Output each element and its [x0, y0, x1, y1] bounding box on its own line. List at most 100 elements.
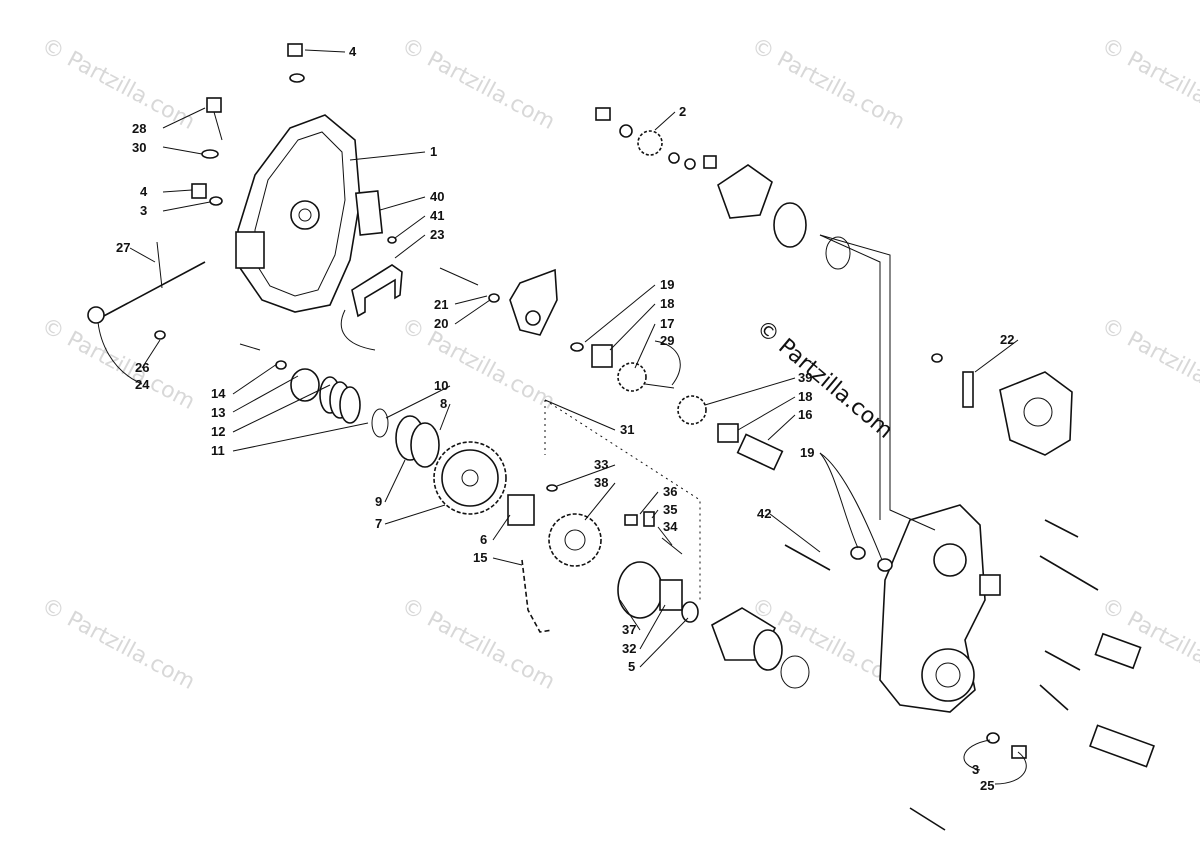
- bearing-pack: [395, 415, 440, 468]
- washer: [668, 152, 680, 164]
- arm-bushing: [525, 310, 541, 326]
- spring-cup: [290, 368, 320, 402]
- callout-label: 32: [622, 641, 636, 656]
- watermark-text: © Partzilla.com: [1097, 313, 1200, 415]
- detent-spring: [643, 511, 655, 527]
- bolt: [1039, 684, 1069, 711]
- callout-label: 7: [375, 516, 382, 531]
- callout-label: 17: [660, 316, 674, 331]
- callout-label: 27: [116, 240, 130, 255]
- bolt: [239, 343, 261, 351]
- reverse-gear-assembly: [548, 513, 683, 619]
- output-shaft: [1089, 724, 1155, 768]
- callout-label: 34: [663, 519, 678, 534]
- callout-label: 4: [140, 184, 148, 199]
- snap-ring: [371, 408, 389, 438]
- adjuster-shaft: [87, 241, 206, 340]
- washer: [681, 601, 699, 623]
- bolt: [1039, 555, 1099, 591]
- retaining-ring: [825, 236, 851, 270]
- callout-label: 14: [211, 386, 226, 401]
- callout-label: 35: [663, 502, 677, 517]
- input-shaft: [1094, 632, 1142, 670]
- bolt: [191, 183, 207, 199]
- clip-plate: [354, 190, 384, 236]
- callout-label: 5: [628, 659, 635, 674]
- bolt: [1044, 519, 1079, 538]
- pin: [644, 383, 675, 389]
- bushing: [591, 344, 613, 368]
- tensioner-arm: [509, 268, 558, 336]
- washer: [619, 124, 633, 138]
- callout-labels: 4 1 2 28 30 4 3 40 41 23 27 26 24 21 20 …: [116, 44, 1014, 793]
- callout-label: 13: [211, 405, 225, 420]
- bolt: [439, 267, 479, 286]
- callout-label: 3: [972, 762, 979, 777]
- callout-label: 12: [211, 424, 225, 439]
- callout-label: 30: [132, 140, 146, 155]
- callout-label: 23: [430, 227, 444, 242]
- center-watermark: © Partzilla.com: [751, 315, 897, 443]
- washer: [986, 732, 1000, 744]
- drive-chain: [521, 559, 553, 633]
- top-sprocket: [637, 130, 663, 156]
- bolt: [1011, 745, 1027, 759]
- small-sprocket: [507, 494, 535, 526]
- callout-label: 25: [980, 778, 994, 793]
- callout-label: 37: [622, 622, 636, 637]
- bearing: [753, 629, 783, 671]
- callout-label: 21: [434, 297, 448, 312]
- cap-bolt: [287, 43, 305, 83]
- callout-label: 9: [375, 494, 382, 509]
- watermark-text: © Partzilla.com: [397, 33, 559, 135]
- washer: [850, 546, 866, 560]
- callout-label: 8: [440, 396, 447, 411]
- callout-label: 41: [430, 208, 444, 223]
- washer: [209, 196, 223, 206]
- washer: [877, 558, 893, 572]
- callout-label: 6: [480, 532, 487, 547]
- idler-sprocket: [677, 395, 707, 425]
- callout-label: 11: [211, 443, 225, 458]
- chaincase-cover: [235, 114, 361, 313]
- callout-label: 4: [349, 44, 357, 59]
- brake-bracket: [931, 353, 1073, 456]
- retaining-ring: [780, 655, 810, 689]
- callout-label: 2: [679, 104, 686, 119]
- group-bracket: [544, 399, 701, 600]
- gasket-tail: [340, 309, 376, 351]
- spring: [319, 376, 361, 424]
- callout-label: 24: [135, 377, 150, 392]
- shaft-axis-line: [819, 234, 936, 531]
- watermark-text: © Partzilla.com: [37, 313, 199, 415]
- idler-sprocket: [617, 362, 647, 392]
- shaft-axis-line: [819, 234, 881, 520]
- leader-lines: [97, 49, 1027, 785]
- callout-label: 19: [660, 277, 674, 292]
- callout-label: 38: [594, 475, 608, 490]
- stud: [784, 544, 831, 571]
- callout-label: 33: [594, 457, 608, 472]
- callout-label: 3: [140, 203, 147, 218]
- large-sprocket: [433, 441, 507, 515]
- callout-label: 10: [434, 378, 448, 393]
- watermark-text: © Partzilla.com: [37, 33, 199, 135]
- callout-label: 39: [798, 370, 812, 385]
- washer: [387, 236, 397, 244]
- washer: [488, 293, 500, 303]
- callout-label: 15: [473, 550, 487, 565]
- bolt: [1044, 650, 1081, 671]
- callout-label: 36: [663, 484, 677, 499]
- callout-label: 16: [798, 407, 812, 422]
- callout-label: 1: [430, 144, 437, 159]
- chaincase-housing: [879, 504, 1001, 713]
- set-screw: [661, 537, 683, 555]
- bolt: [909, 807, 946, 831]
- vent-plug: [201, 97, 223, 159]
- callout-label: 18: [660, 296, 674, 311]
- callout-label: 40: [430, 189, 444, 204]
- callout-label: 20: [434, 316, 448, 331]
- bearing-flange: [717, 164, 773, 219]
- watermark-text: © Partzilla.com: [37, 593, 199, 695]
